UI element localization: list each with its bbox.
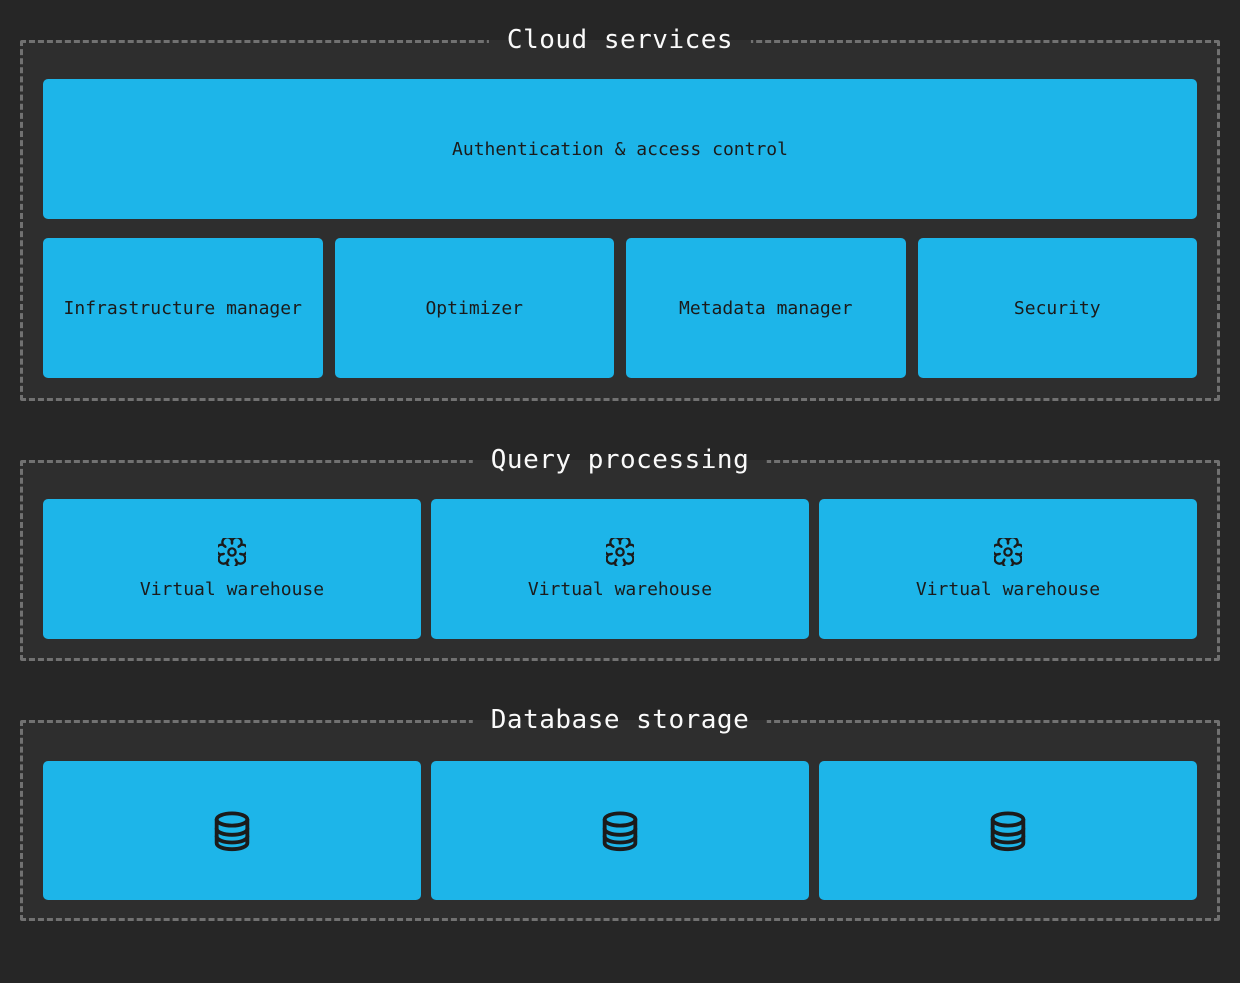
cloud-services-row: Infrastructure manager Optimizer Metadat… [43,238,1197,378]
box-virtual-warehouse: Virtual warehouse [819,499,1197,639]
database-storage-row [43,761,1197,900]
box-authentication-access-control: Authentication & access control [43,79,1197,219]
box-database [431,761,809,900]
database-icon [209,806,255,856]
box-label: Virtual warehouse [139,579,325,600]
section-title-database-storage: Database storage [472,701,768,739]
box-label: Optimizer [425,297,524,319]
box-label: Metadata manager [679,297,853,319]
section-cloud-services: Cloud services Authentication & access c… [20,21,1220,401]
gear-icon [218,538,246,566]
box-security: Security [917,238,1197,378]
box-infrastructure-manager: Infrastructure manager [43,238,323,378]
query-processing-row: Virtual warehouse Virtual warehouse [43,499,1197,639]
database-icon [985,806,1031,856]
box-database [43,761,421,900]
box-database [819,761,1197,900]
box-label: Infrastructure manager [63,297,302,319]
section-title-query-processing: Query processing [472,441,768,479]
section-title-cloud-services: Cloud services [488,21,752,59]
box-label: Virtual warehouse [527,579,713,600]
gear-icon [606,538,634,566]
box-virtual-warehouse: Virtual warehouse [431,499,809,639]
database-icon [597,806,643,856]
box-virtual-warehouse: Virtual warehouse [43,499,421,639]
section-database-storage: Database storage [20,701,1220,921]
section-query-processing: Query processing Virtual warehouse [20,441,1220,661]
gear-icon [994,538,1022,566]
box-label: Security [1013,297,1101,319]
box-metadata-manager: Metadata manager [626,238,906,378]
box-label: Virtual warehouse [915,579,1101,600]
box-optimizer: Optimizer [334,238,614,378]
architecture-diagram: Cloud services Authentication & access c… [0,21,1240,921]
box-label: Authentication & access control [452,138,788,160]
